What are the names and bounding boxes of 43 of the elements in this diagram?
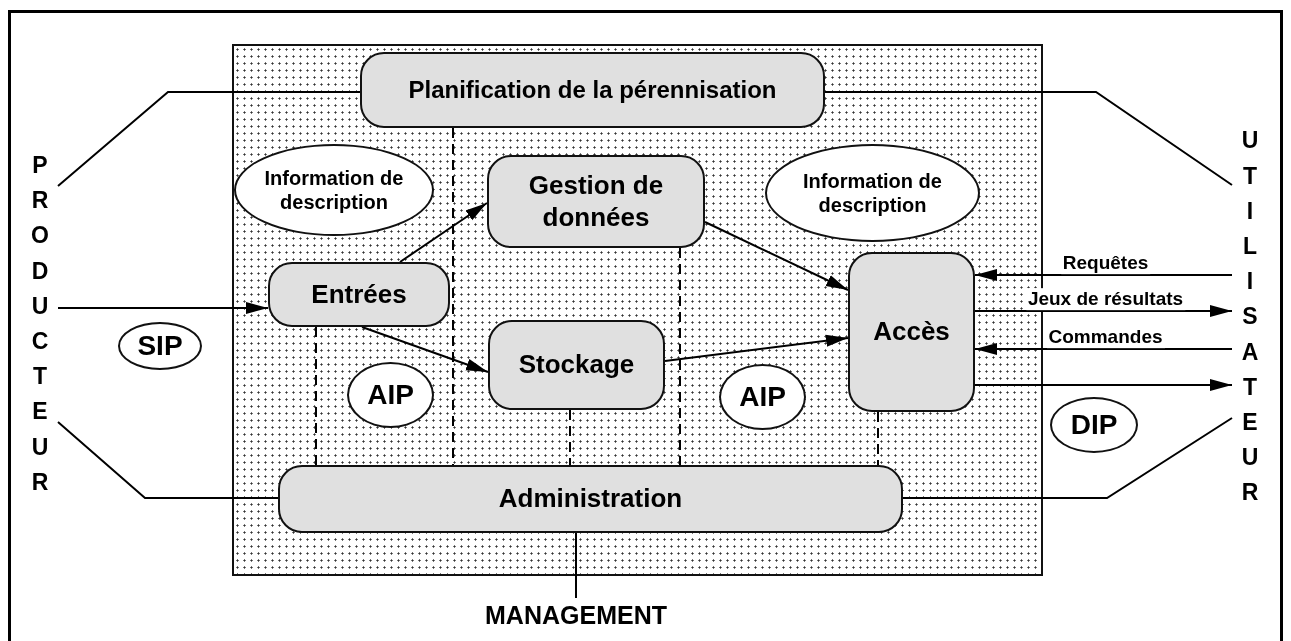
function-label: Gestion de données bbox=[527, 170, 665, 233]
arrow bbox=[704, 221, 849, 291]
package-label: SIP bbox=[136, 329, 184, 363]
package-ellipse bbox=[234, 144, 434, 236]
function-label: Entrées bbox=[310, 278, 408, 311]
package-label: AIP bbox=[738, 380, 787, 414]
function-box bbox=[278, 465, 903, 533]
dashed-line bbox=[452, 127, 454, 466]
package-ellipse bbox=[719, 364, 806, 430]
arrow bbox=[974, 305, 1233, 317]
connector-line bbox=[57, 91, 361, 187]
package-label: Information de description bbox=[263, 166, 405, 214]
function-label: Administration bbox=[497, 483, 684, 515]
function-label: Planification de la pérennisation bbox=[407, 75, 778, 105]
function-box bbox=[848, 252, 975, 412]
arrow bbox=[664, 334, 849, 362]
dashed-line bbox=[569, 409, 571, 466]
dashed-line bbox=[679, 247, 681, 466]
connector-line bbox=[902, 417, 1233, 499]
package-ellipse bbox=[765, 144, 980, 242]
arrow bbox=[974, 269, 1233, 281]
edge-label: Jeux de résultats bbox=[1025, 288, 1186, 310]
arrow bbox=[974, 343, 1233, 355]
package-ellipse bbox=[347, 362, 434, 428]
function-box bbox=[268, 262, 450, 327]
actor-label: UTILISATEUR bbox=[1232, 123, 1268, 511]
actor-label: PRODUCTEUR bbox=[22, 148, 58, 500]
package-label: Information de description bbox=[802, 169, 943, 217]
package-label: DIP bbox=[1069, 408, 1119, 442]
function-box bbox=[487, 155, 705, 248]
function-box bbox=[360, 52, 825, 128]
arrow bbox=[57, 302, 269, 314]
function-label: Stockage bbox=[517, 349, 636, 381]
package-label: AIP bbox=[366, 378, 415, 412]
connector-line bbox=[575, 532, 577, 599]
connector-line bbox=[824, 91, 1233, 186]
connector-line bbox=[57, 421, 279, 499]
function-label: Accès bbox=[872, 316, 951, 348]
function-box bbox=[488, 320, 665, 410]
dashed-line bbox=[877, 411, 879, 466]
arrow bbox=[974, 379, 1233, 391]
management-label: MANAGEMENT bbox=[456, 598, 696, 632]
dashed-line bbox=[315, 326, 317, 466]
